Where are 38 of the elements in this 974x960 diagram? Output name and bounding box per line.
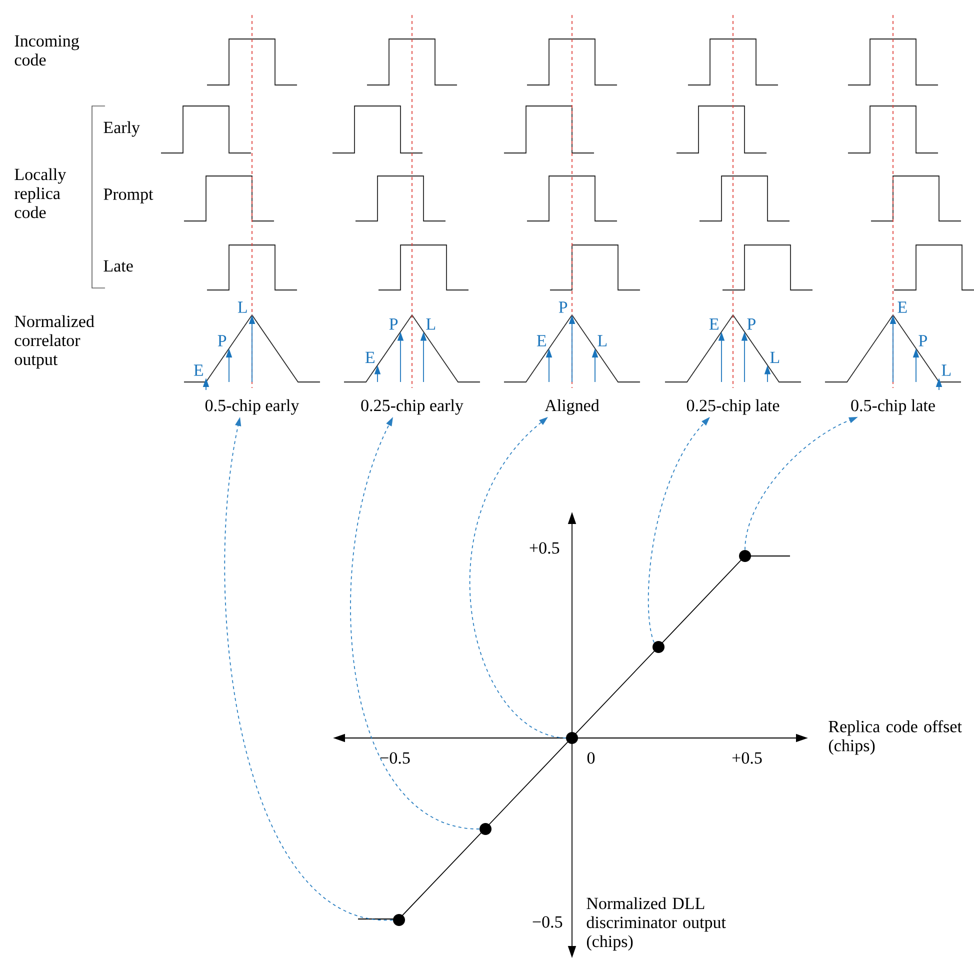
tick-label: +0.5 [732, 752, 762, 764]
row-label: Incoming code [14, 35, 80, 66]
group-label: Locally replica code [14, 168, 66, 218]
tap-label: P [218, 335, 226, 346]
row-label: Early [104, 121, 140, 137]
tap-label: E [536, 335, 546, 346]
tap-label: E [898, 302, 907, 313]
tap-label: P [747, 318, 756, 330]
data-point [739, 550, 751, 562]
data-point [566, 732, 578, 744]
case-caption: 0.25-chip early [361, 399, 464, 415]
tap-label: L [770, 352, 780, 363]
tap-label: E [365, 352, 374, 363]
data-point [480, 823, 492, 835]
axis-title: Normalized DLL discriminator output (chips) [586, 897, 726, 951]
case-caption: 0.5-chip early [205, 399, 300, 415]
tap-label: E [709, 318, 718, 330]
tick-label: −0.5 [532, 916, 562, 928]
tick-label: +0.5 [530, 542, 560, 554]
tap-label: P [918, 335, 927, 346]
tap-label: L [598, 335, 607, 346]
tap-label: P [389, 318, 398, 330]
tap-label: L [238, 302, 247, 313]
tap-label: L [942, 364, 951, 376]
tick-label: −0.5 [380, 752, 410, 764]
axis-title: Replica code offset (chips) [828, 720, 962, 755]
tap-label: E [194, 364, 203, 376]
case-caption: 0.25-chip late [686, 399, 780, 415]
case-caption: Aligned [544, 399, 600, 415]
row-label: Late [104, 260, 133, 272]
data-point [652, 641, 664, 653]
tap-label: P [558, 302, 568, 313]
tick-label: 0 [587, 752, 595, 764]
row-label: Prompt [104, 188, 154, 204]
case-caption: 0.5-chip late [851, 399, 935, 415]
row-label: Normalized correlator output [14, 315, 94, 369]
data-point [393, 914, 405, 926]
tap-label: L [426, 318, 436, 330]
